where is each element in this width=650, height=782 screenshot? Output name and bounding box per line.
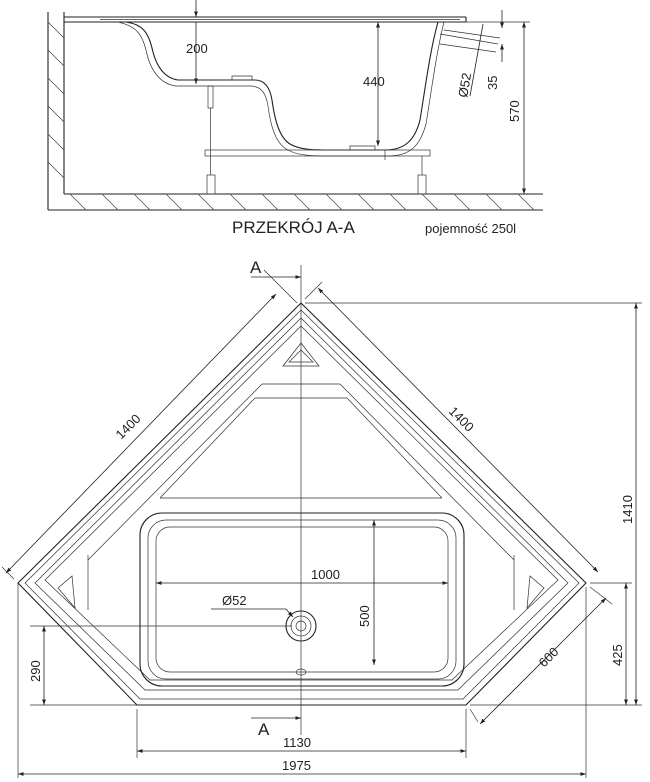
section-marker-bottom: A bbox=[258, 720, 270, 739]
tub-frame bbox=[204, 85, 431, 195]
dim-basin-depth: 500 bbox=[357, 605, 372, 627]
dim-drain-diameter-plan: Ø52 bbox=[222, 593, 247, 608]
tub-rim bbox=[64, 16, 467, 23]
dim-side-length: 600 bbox=[536, 644, 562, 670]
dim-height-total: 1410 bbox=[620, 495, 635, 524]
section-dimensions bbox=[194, 0, 530, 194]
tub-profile bbox=[117, 21, 445, 157]
dim-side-left: 1400 bbox=[113, 411, 144, 442]
dim-drain-diameter: Ø52 bbox=[455, 72, 474, 99]
dim-total-width: 1975 bbox=[282, 758, 311, 773]
tub-outline bbox=[17, 302, 587, 706]
floor-hatch bbox=[48, 193, 543, 211]
plan-extension-lines bbox=[1, 269, 642, 778]
dim-side-right: 1400 bbox=[446, 404, 477, 435]
section-title: PRZEKRÓJ A-A bbox=[232, 218, 355, 237]
overflow-pipe bbox=[439, 29, 501, 53]
section-view: 200 440 Ø52 35 570 PRZEKRÓJ A-A pojemnoś… bbox=[47, 0, 543, 237]
dim-35: 35 bbox=[485, 76, 500, 90]
plan-dimensions bbox=[5, 287, 638, 776]
dim-front-width: 1130 bbox=[283, 735, 311, 750]
dim-basin-width: 1000 bbox=[311, 567, 340, 582]
dim-drain-offset: 290 bbox=[28, 660, 43, 682]
plan-view: A A bbox=[1, 258, 642, 778]
basin bbox=[139, 512, 465, 687]
dim-200: 200 bbox=[186, 41, 208, 56]
section-marker-top: A bbox=[250, 258, 262, 277]
dim-570: 570 bbox=[507, 100, 522, 122]
capacity-label: pojemność 250l bbox=[425, 221, 516, 236]
dim-440: 440 bbox=[363, 74, 385, 89]
dim-side-height: 425 bbox=[610, 644, 625, 666]
wall-hatch bbox=[47, 12, 65, 210]
